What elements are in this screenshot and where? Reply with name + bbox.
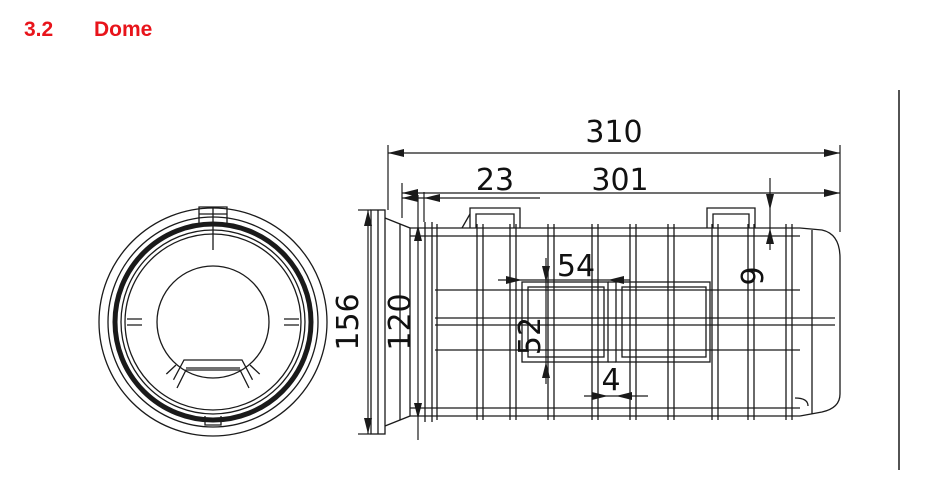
dimension-lines <box>358 145 841 440</box>
dome-side-view <box>370 207 841 435</box>
section-number: 3.2 <box>24 18 54 41</box>
section-title: Dome <box>94 18 153 41</box>
dim-flange-offset: 23 <box>476 163 514 198</box>
section-heading: 3.2 Dome <box>24 18 152 42</box>
dim-window-width: 54 <box>557 249 595 284</box>
dim-rib-height: 9 <box>736 266 771 285</box>
dim-body-length: 301 <box>591 163 648 198</box>
dim-window-gap: 4 <box>601 363 620 398</box>
dim-window-height: 52 <box>513 317 548 355</box>
dimension-labels: 310 301 23 54 4 156 120 52 9 <box>331 115 771 398</box>
dim-body-diameter: 120 <box>383 293 418 350</box>
dim-flange-diameter: 156 <box>331 293 366 350</box>
dim-overall-length: 310 <box>585 115 642 150</box>
dome-end-view <box>98 206 328 437</box>
